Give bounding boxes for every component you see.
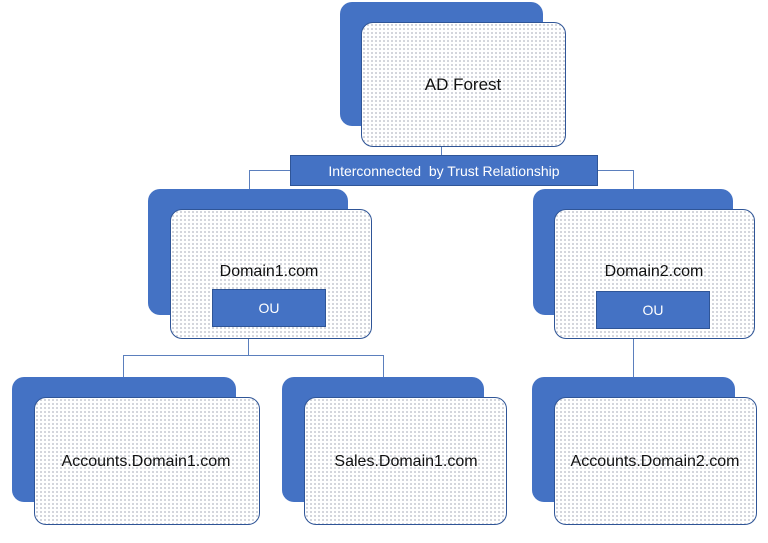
connector-domain2-down — [633, 339, 634, 377]
trust-relationship-bar: Interconnected by Trust Relationship — [290, 155, 598, 186]
domain2-node — [554, 209, 755, 339]
root-node-label: AD Forest — [424, 75, 502, 94]
connector-bar-left-horizontal — [249, 170, 290, 171]
domain2-node-label: Domain2.com — [604, 263, 704, 280]
domain1-ou-label: OU — [258, 300, 280, 316]
sales-domain1-node — [304, 397, 507, 525]
root-node — [361, 22, 566, 147]
connector-domain1-down — [248, 339, 249, 355]
connector-bar-left-vertical — [249, 170, 250, 189]
accounts-domain2-node-label: Accounts.Domain2.com — [570, 453, 740, 470]
domain1-ou-box: OU — [212, 289, 326, 327]
connector-bar-right-horizontal — [598, 170, 633, 171]
connector-root-to-bar — [441, 147, 442, 155]
accounts-domain1-node — [34, 397, 260, 525]
connector-domain1-horizontal — [123, 355, 384, 356]
trust-relationship-label: Interconnected by Trust Relationship — [328, 162, 560, 179]
domain2-ou-label: OU — [642, 302, 664, 318]
domain1-node-label: Domain1.com — [219, 263, 319, 280]
accounts-domain1-node-label: Accounts.Domain1.com — [61, 453, 231, 470]
connector-to-accounts-domain1 — [123, 355, 124, 377]
connector-to-sales-domain1 — [383, 355, 384, 377]
domain2-ou-box: OU — [596, 291, 710, 329]
accounts-domain2-node — [554, 397, 757, 525]
sales-domain1-node-label: Sales.Domain1.com — [334, 453, 478, 470]
connector-bar-right-vertical — [633, 170, 634, 189]
